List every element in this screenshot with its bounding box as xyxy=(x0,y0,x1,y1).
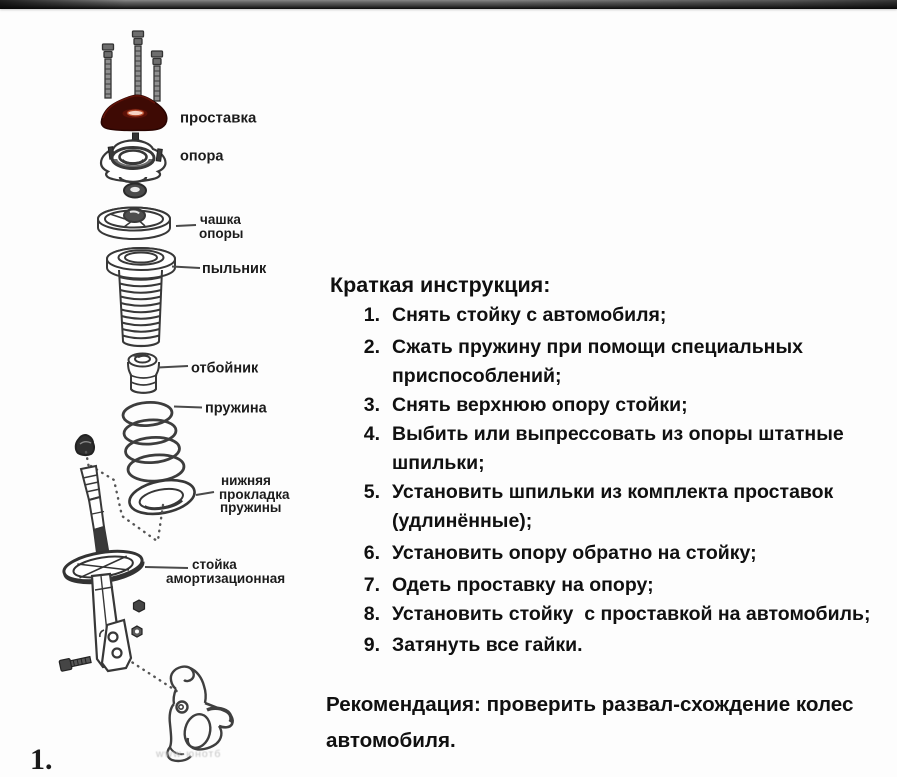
svg-text:стойка: стойка xyxy=(192,557,237,572)
svg-text:пыльник: пыльник xyxy=(202,261,267,277)
svg-text:прокладка: прокладка xyxy=(219,487,290,502)
svg-text:отбойник: отбойник xyxy=(191,361,259,377)
svg-text:опора: опора xyxy=(180,149,224,165)
svg-text:нижняя: нижняя xyxy=(221,473,271,488)
svg-text:амортизационная: амортизационная xyxy=(166,571,285,586)
svg-text:опоры: опоры xyxy=(199,226,243,241)
svg-text:чашка: чашка xyxy=(200,212,241,227)
svg-text:проставка: проставка xyxy=(180,110,257,127)
svg-text:пружины: пружины xyxy=(220,500,281,515)
svg-text:пружина: пружина xyxy=(205,401,268,417)
